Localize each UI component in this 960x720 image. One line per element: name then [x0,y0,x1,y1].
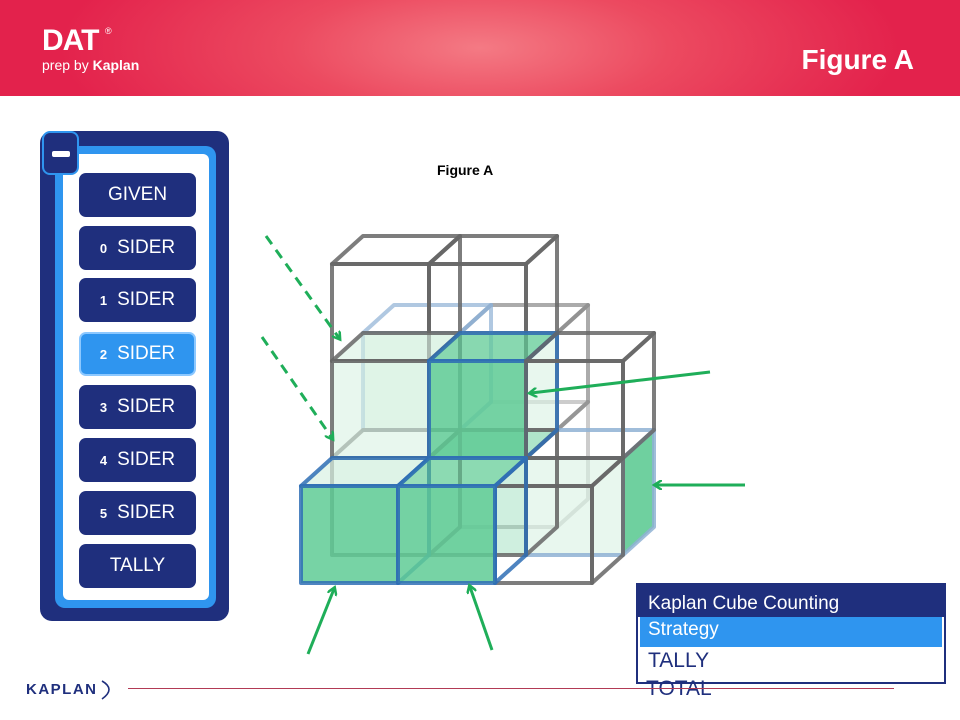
menu-button-number: 0 [99,240,108,256]
legend-box: Kaplan Cube Counting Strategy TALLY [636,583,946,684]
menu-button-label: SIDER [117,343,176,364]
arrow-bottom-right [470,587,494,651]
cube-front-face [396,484,497,585]
arrow-right-upper [531,370,711,393]
menu-button-label: SIDER [117,289,176,310]
legend-tally: TALLY [648,649,710,672]
menu-button-label: SIDER [117,449,176,470]
legend-title: Kaplan Cube Counting [648,593,840,614]
menu-button-sider-0[interactable]: 0 SIDER [79,226,196,270]
menu-button-label: TALLY [109,555,166,576]
arrow-bottom-left [306,589,334,655]
kaplan-logo-swoosh [101,680,110,700]
menu-button-sider-5[interactable]: 5 SIDER [79,491,196,535]
figure-caption: Figure A [437,162,494,178]
cube-right-face [621,428,656,557]
menu-button-given[interactable]: GIVEN [79,173,196,217]
cube-right-face [555,303,590,432]
dashed-arrow-lower [260,336,332,438]
menu-button-number: 3 [99,399,108,415]
cube-front-face [330,359,431,460]
legend-strategy-row [640,617,942,647]
dashed-arrow-upper [264,235,339,338]
footer-divider [128,688,894,689]
dat-logo: DAT [42,24,99,57]
collapse-button[interactable] [42,131,79,175]
menu-button-tally[interactable]: TALLY [79,544,196,588]
menu-button-sider-4[interactable]: 4 SIDER [79,438,196,482]
brand-subtitle: prep by Kaplan [42,57,139,73]
kaplan-logo-text: KAPLAN [26,681,98,698]
header-banner: DAT ® prep by Kaplan Figure A [0,0,960,96]
legend-total: TOTAL [646,677,712,700]
kaplan-logo: KAPLAN [26,680,110,700]
menu-button-number: 4 [99,452,108,468]
menu-button-number: 2 [99,346,108,362]
cube-front-face [427,359,528,460]
menu-button-label: SIDER [117,237,176,258]
menu-button-sider-3[interactable]: 3 SIDER [79,385,196,429]
menu-button-number: 1 [99,292,108,308]
legend-header [638,585,944,617]
cube-top-face [427,234,559,266]
menu-button-number: 5 [99,505,108,521]
legend-strategy: Strategy [648,619,719,640]
cube-top-face [330,234,462,266]
menu-button-label: SIDER [117,396,176,417]
brand-sub-prefix: prep by [42,57,93,73]
page-title: Figure A [801,44,914,75]
menu-button-label: SIDER [117,502,176,523]
registered-mark: ® [105,26,112,36]
minus-icon [52,151,70,157]
menu-button-label: GIVEN [107,184,168,205]
cube-front-face [299,484,400,585]
menu-button-sider-1[interactable]: 1 SIDER [79,278,196,322]
menu-button-sider-2[interactable]: 2 SIDER [79,332,196,376]
brand-sub-kaplan: Kaplan [92,57,140,73]
